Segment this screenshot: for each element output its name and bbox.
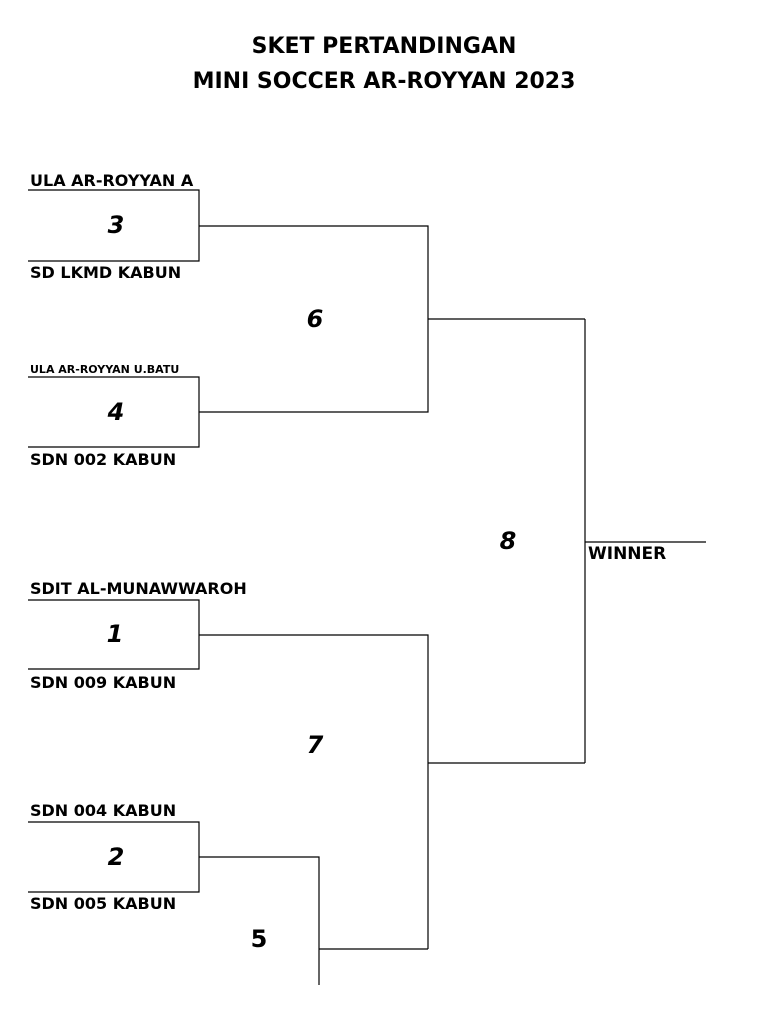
team-label: ULA AR-ROYYAN A bbox=[30, 171, 194, 190]
team-label: SDN 002 KABUN bbox=[30, 450, 177, 469]
final-connector bbox=[584, 319, 706, 763]
team-label: ULA AR-ROYYAN U.BATU bbox=[30, 363, 180, 376]
match-6-connector bbox=[199, 225, 585, 413]
match-number: 1 bbox=[106, 620, 124, 648]
match-number: 2 bbox=[107, 843, 125, 871]
match-7-connector bbox=[199, 634, 585, 949]
team-label: SD LKMD KABUN bbox=[30, 263, 182, 282]
match-number: 6 bbox=[306, 305, 324, 333]
team-label: SDIT AL-MUNAWWAROH bbox=[30, 579, 247, 598]
team-label: SDN 009 KABUN bbox=[30, 673, 177, 692]
team-label: SDN 005 KABUN bbox=[30, 894, 177, 913]
page-subtitle: MINI SOCCER AR-ROYYAN 2023 bbox=[192, 69, 576, 94]
match-5-connector bbox=[199, 856, 428, 985]
page-title: SKET PERTANDINGAN bbox=[251, 34, 517, 59]
winner-label: WINNER bbox=[588, 544, 667, 564]
match-number: 8 bbox=[499, 527, 517, 555]
match-number: 5 bbox=[250, 925, 268, 953]
match-number: 4 bbox=[107, 398, 125, 426]
match-number: 3 bbox=[107, 211, 125, 239]
match-number: 7 bbox=[306, 731, 324, 759]
team-label: SDN 004 KABUN bbox=[30, 801, 177, 820]
